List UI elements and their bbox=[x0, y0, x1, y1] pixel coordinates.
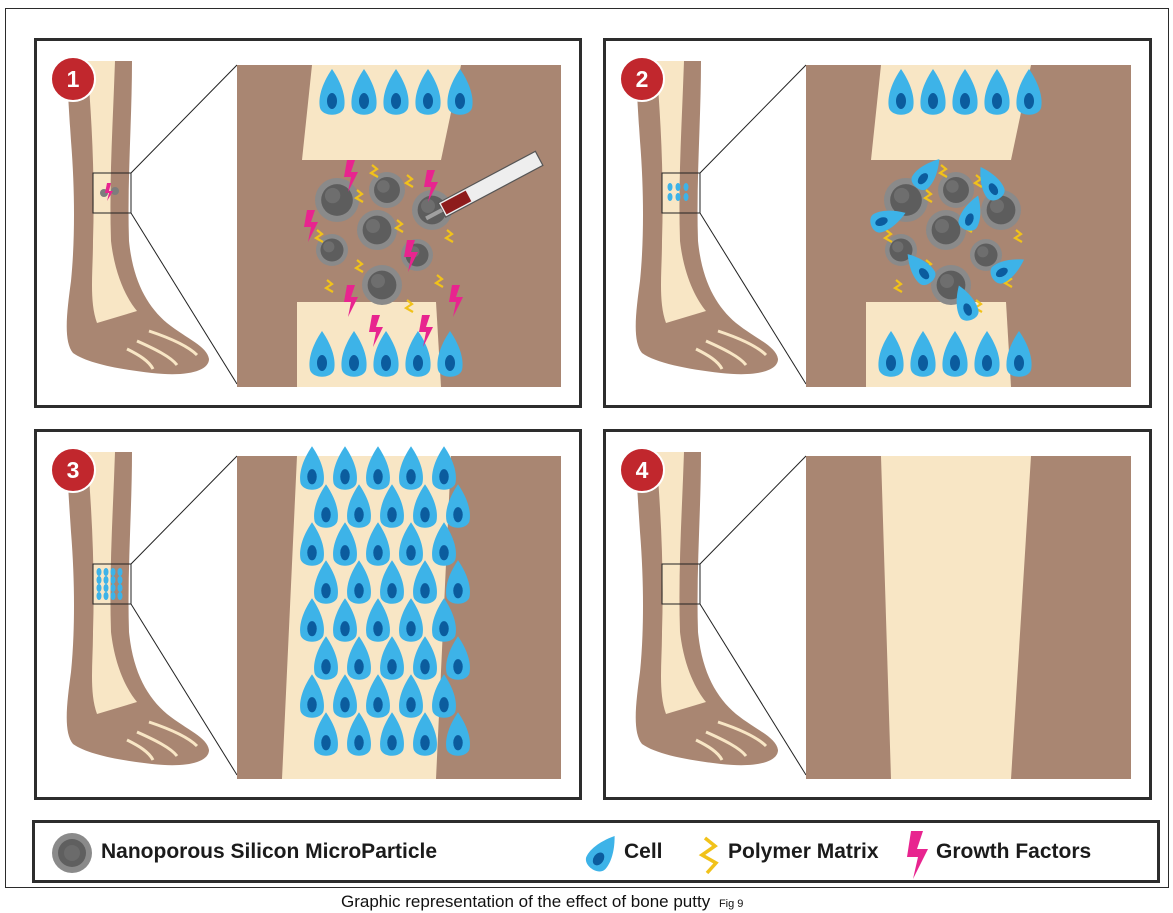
legend-label-polymer-matrix: Polymer Matrix bbox=[728, 840, 879, 864]
step-badge: 1 bbox=[51, 57, 95, 101]
silicon-microparticle bbox=[316, 234, 348, 266]
step-number: 1 bbox=[67, 66, 80, 92]
cell bbox=[333, 446, 357, 489]
zoom-line-top bbox=[700, 456, 806, 564]
legend-label-growth-factors: Growth Factors bbox=[936, 840, 1091, 864]
cell bbox=[366, 446, 390, 489]
silicon-microparticle bbox=[357, 210, 397, 250]
panel-step-4: 4 bbox=[603, 429, 1152, 800]
legend-label-cell: Cell bbox=[624, 840, 663, 864]
zoom-view bbox=[237, 446, 561, 779]
leg-illustration bbox=[67, 61, 237, 384]
zoom-line-top bbox=[700, 65, 806, 173]
silicon-microparticle bbox=[315, 178, 359, 222]
step-badge: 4 bbox=[620, 448, 664, 492]
leg-illustration bbox=[636, 452, 806, 775]
step-number: 2 bbox=[636, 66, 649, 92]
leg-illustration bbox=[67, 452, 237, 775]
zoom-view bbox=[237, 65, 561, 387]
panel-step-1: 1 bbox=[34, 38, 582, 408]
silicon-microparticle bbox=[938, 172, 974, 208]
leg-skin bbox=[67, 61, 209, 374]
zoom-view bbox=[806, 456, 1131, 779]
growth-factors-icon bbox=[907, 831, 928, 879]
step-badge: 2 bbox=[620, 57, 664, 101]
caption-text: Graphic representation of the effect of … bbox=[341, 892, 710, 911]
silicon-microparticle bbox=[369, 172, 405, 208]
step-badge: 3 bbox=[51, 448, 95, 492]
silicon-microparticle bbox=[362, 265, 402, 305]
nanoporous-silicon-microparticle-icon bbox=[52, 833, 92, 873]
legend-label-microparticle: Nanoporous Silicon MicroParticle bbox=[101, 840, 437, 864]
leg-skin bbox=[636, 61, 778, 374]
leg-skin bbox=[636, 452, 778, 765]
cell bbox=[399, 446, 423, 489]
legend: Nanoporous Silicon MicroParticle Cell Po… bbox=[32, 820, 1160, 883]
panel-step-3: 3 bbox=[34, 429, 582, 800]
step-number: 3 bbox=[67, 457, 80, 483]
panel-step-2: 2 bbox=[603, 38, 1152, 408]
zoom-view bbox=[806, 65, 1131, 387]
step-number: 4 bbox=[636, 457, 649, 483]
healed-bone bbox=[881, 456, 1031, 779]
figure-caption: Graphic representation of the effect of … bbox=[341, 893, 743, 913]
zoom-line-top bbox=[131, 456, 237, 564]
zoom-line-top bbox=[131, 65, 237, 173]
caption-figure-label: Fig 9 bbox=[719, 898, 743, 910]
leg-illustration bbox=[636, 61, 806, 384]
cell-icon bbox=[582, 829, 624, 875]
cell bbox=[300, 446, 324, 489]
polymer-matrix-icon bbox=[702, 838, 716, 873]
leg-skin bbox=[67, 452, 209, 765]
cell bbox=[432, 446, 456, 489]
